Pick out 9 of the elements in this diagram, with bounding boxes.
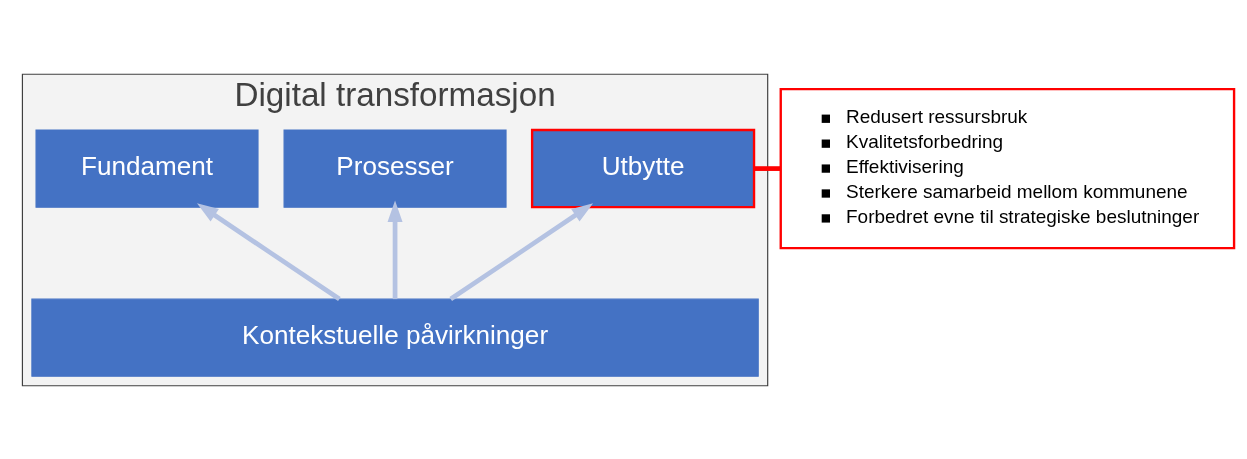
arrow [387,199,403,299]
node-box: Fundament [35,128,259,208]
node-box: Kontekstuelle påvirkninger [31,298,759,377]
arrow [196,202,341,301]
node-box: Redusert ressursbruk Kvalitetsforbedring Effektivisering Sterkere samarbeid mellom kommunene Forbedret evne til strategiske beslutninger [779,87,1236,249]
node-box: Prosesser [283,128,507,208]
arrow [449,202,594,301]
connector [754,165,781,171]
node-box: Utbytte [530,128,756,208]
